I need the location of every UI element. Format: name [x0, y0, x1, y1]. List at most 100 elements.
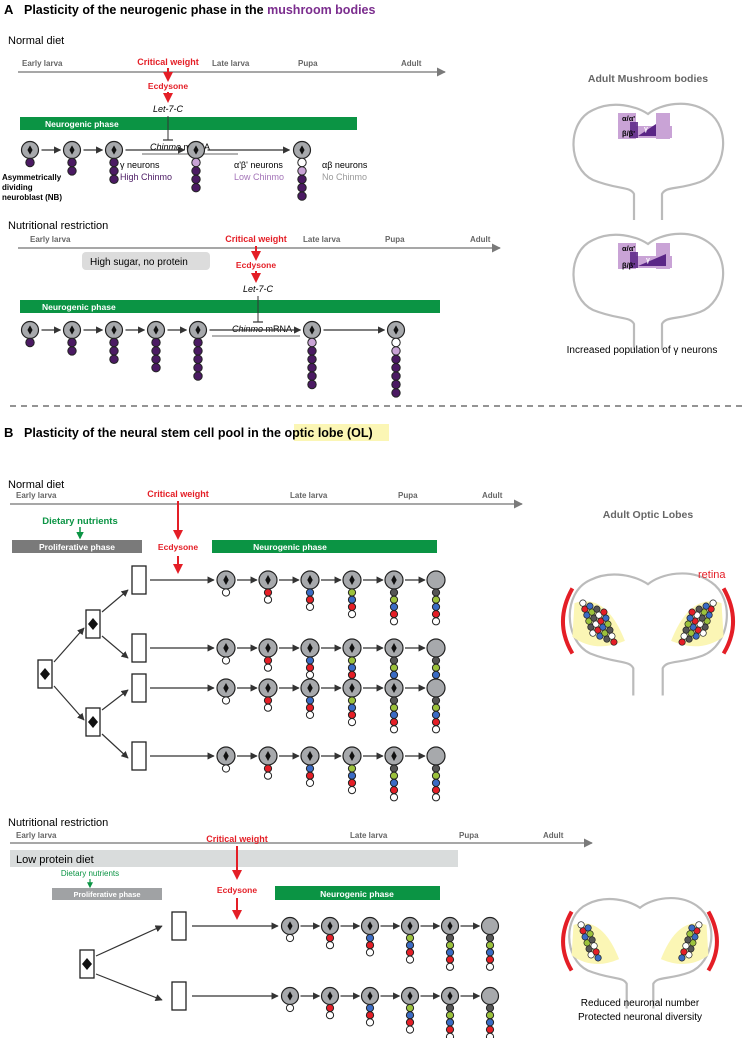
- neuron-cell: [325, 1011, 335, 1020]
- gamma-stem: [630, 252, 638, 268]
- b-restr-neurogenic-label: Neurogenic phase: [320, 889, 394, 899]
- neuron-cell: [221, 764, 231, 773]
- neuron-cell: [297, 191, 307, 201]
- b-normal-stage-early: Early larva: [16, 491, 57, 500]
- optic-neuron: [579, 599, 587, 607]
- nucleus-diamond: [82, 958, 92, 970]
- nucleus-diamond: [349, 683, 355, 693]
- neuron-cell: [305, 670, 315, 680]
- neuron-cell: [405, 933, 415, 943]
- neuron-cell: [347, 771, 357, 780]
- neuron-cell: [445, 933, 455, 943]
- gamma-label: γ: [644, 126, 648, 133]
- neuron-cell: [431, 786, 441, 795]
- neuron-cell: [389, 656, 399, 665]
- a-gamma-label: γ neurons: [120, 160, 160, 170]
- neuron-cell: [263, 771, 273, 780]
- neuron-cell: [389, 595, 399, 604]
- b-restr-prolif-label: Proliferative phase: [73, 890, 140, 899]
- neuron-cell: [365, 1003, 375, 1013]
- neuroepithelial-cell: [171, 981, 187, 1011]
- neuron-cell: [485, 955, 495, 964]
- b-normal-stage-pupa: Pupa: [398, 491, 418, 500]
- a-restr-chinmo: Chinmo mRNA: [232, 324, 292, 334]
- neuron-cell: [263, 703, 273, 712]
- lineage-arrow: [101, 635, 129, 659]
- neuron-cell: [347, 656, 357, 665]
- lineage-arrow: [95, 925, 163, 957]
- nucleus-diamond: [349, 643, 355, 653]
- nucleus-diamond: [307, 683, 313, 693]
- neuron-cell: [431, 710, 441, 720]
- neuron-cell: [67, 157, 77, 168]
- neuron-cell: [389, 670, 399, 680]
- terminal-cell: [480, 986, 500, 1006]
- neuron-cell: [305, 696, 315, 705]
- neuron-cell: [307, 337, 317, 348]
- neuron-cell: [389, 718, 399, 727]
- optic-neuron: [584, 924, 592, 932]
- terminal-cell: [480, 916, 500, 936]
- a-normal-cell-row: [20, 140, 312, 201]
- nucleus-diamond: [287, 991, 293, 1001]
- neuron-cell: [431, 725, 441, 734]
- neuron-cell: [431, 771, 441, 780]
- b-restr-nutrients: Dietary nutrients: [61, 869, 119, 878]
- neuron-cell: [67, 166, 77, 176]
- nucleus-diamond: [367, 991, 373, 1001]
- terminal-cell: [426, 746, 446, 766]
- a-normal-critical-weight: Critical weight: [137, 57, 199, 67]
- neuron-cell: [109, 346, 119, 356]
- terminal-cell: [426, 638, 446, 658]
- neuron-cell: [193, 346, 203, 356]
- panel-b-letter: B: [4, 425, 13, 440]
- neuron-cell: [347, 718, 357, 727]
- neuron-cell: [307, 363, 317, 373]
- terminal-cell: [426, 678, 446, 698]
- lineage-arrow: [53, 627, 85, 663]
- optic-neuron: [686, 930, 694, 938]
- retina-right: [706, 910, 719, 972]
- neuron-cell: [405, 948, 415, 957]
- nucleus-diamond: [223, 751, 229, 761]
- lineage-arrow: [101, 733, 129, 759]
- neuron-cell: [391, 337, 401, 348]
- nucleus-diamond: [349, 751, 355, 761]
- a-apbp-label: α'β' neurons: [234, 160, 283, 170]
- a-normal-neurogenic-bar: [20, 117, 357, 130]
- nucleus-diamond: [195, 325, 201, 335]
- neuron-cell: [285, 933, 295, 943]
- a-normal-stage-adult: Adult: [401, 59, 422, 68]
- neuron-cell: [389, 778, 399, 788]
- neuron-cell: [431, 703, 441, 712]
- optic-neuron: [586, 930, 594, 938]
- neuron-cell: [305, 656, 315, 665]
- neuron-cell: [307, 379, 317, 390]
- b-normal-nutrients: Dietary nutrients: [42, 516, 118, 527]
- a-restriction-label: Nutritional restriction: [8, 220, 108, 232]
- neuron-cell: [263, 588, 273, 597]
- neuron-cell: [263, 696, 273, 705]
- optic-neuron: [684, 620, 692, 628]
- brain-outline: [568, 572, 728, 696]
- nucleus-diamond: [223, 575, 229, 585]
- neuron-cell: [305, 710, 315, 720]
- neuron-cell: [263, 595, 273, 604]
- neuron-cell: [307, 354, 317, 364]
- neuron-cell: [263, 663, 273, 672]
- b-adult-caption-1: Reduced neuronal number: [581, 998, 700, 1009]
- b-lowprotein-label: Low protein diet: [16, 854, 94, 866]
- neuron-cell: [193, 371, 203, 381]
- neuron-cell: [389, 588, 399, 597]
- nucleus-diamond: [447, 921, 453, 931]
- lineage-arrow: [101, 689, 129, 711]
- neuron-cell: [307, 346, 317, 356]
- nucleus-diamond: [307, 751, 313, 761]
- alpha-label: α/α': [622, 244, 635, 253]
- neuron-cell: [193, 354, 203, 364]
- neuron-cell: [389, 610, 399, 619]
- neuron-cell: [485, 1003, 495, 1013]
- a-sugar-label: High sugar, no protein: [90, 257, 188, 268]
- nucleus-diamond: [40, 668, 50, 680]
